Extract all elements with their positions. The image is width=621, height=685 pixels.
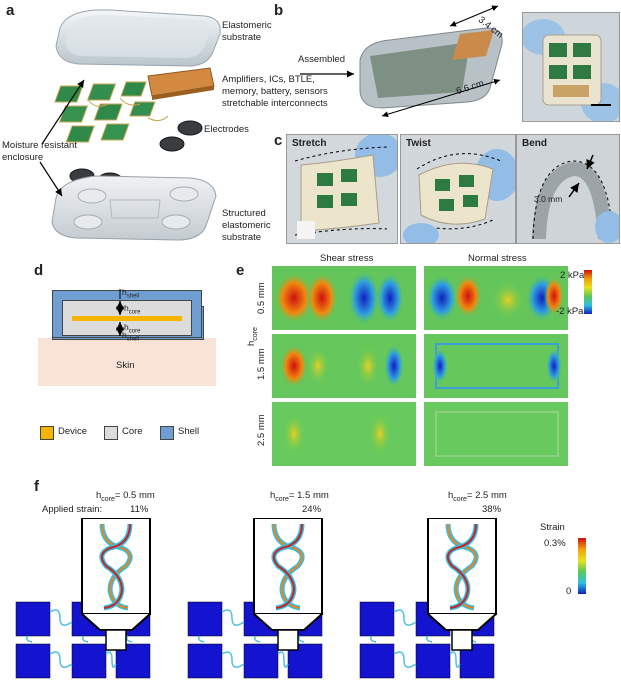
label-electrodes: Electrodes bbox=[204, 124, 249, 135]
legend-core: Core bbox=[122, 426, 143, 437]
structured-substrate-shape bbox=[51, 175, 217, 241]
dimension-arrows bbox=[115, 289, 125, 336]
photo-twist bbox=[400, 134, 516, 244]
panel-label-f: f bbox=[34, 478, 39, 495]
panel-label-a: a bbox=[6, 2, 15, 19]
label-structured-substrate: Structured elastomeric substrate bbox=[222, 208, 271, 243]
label-applied-strain: Applied strain: bbox=[42, 504, 103, 515]
legend-swatch-device bbox=[40, 426, 54, 440]
panel-label-d: d bbox=[34, 262, 44, 279]
legend-swatch-shell bbox=[160, 426, 174, 440]
colorbar-stress-min: -2 kPa bbox=[556, 306, 584, 317]
skin-layer bbox=[38, 338, 216, 386]
label-shear-stress: Shear stress bbox=[320, 253, 374, 264]
panel-f-strain-maps bbox=[15, 518, 560, 679]
label-stretch: Stretch bbox=[292, 138, 327, 149]
colorbar-strain-max: 0.3% bbox=[544, 538, 566, 549]
colorbar-strain-min: 0 bbox=[566, 586, 572, 597]
photo-device-on-hand bbox=[522, 12, 620, 122]
label-h-shell-bottom: hshell bbox=[122, 330, 140, 343]
row-label-1: 1.5 mm bbox=[256, 348, 267, 380]
legend-shell: Shell bbox=[178, 426, 200, 437]
label-assembled: Assembled bbox=[298, 54, 345, 65]
label-h-shell-top: hshell bbox=[122, 287, 140, 300]
panel-a-exploded-view bbox=[39, 9, 221, 241]
label-bend-radius: 3.0 mm bbox=[534, 194, 563, 204]
colorbar-stress-max: 2 kPa bbox=[560, 270, 585, 281]
case-0-strain: 11% bbox=[130, 504, 149, 515]
row-label-0: 0.5 mm bbox=[256, 282, 267, 314]
colorbar-strain-title: Strain bbox=[540, 522, 565, 533]
legend-device: Device bbox=[58, 426, 88, 437]
label-h-core-top: hcore bbox=[124, 303, 141, 316]
row-label-2: 2.5 mm bbox=[256, 414, 267, 446]
case-0-hcore: hcore= 0.5 mm bbox=[96, 490, 155, 503]
label-bend: Bend bbox=[522, 138, 547, 149]
label-enclosure: Moisture resistant enclosure bbox=[2, 140, 77, 163]
case-1-strain: 24% bbox=[302, 504, 322, 515]
label-twist: Twist bbox=[406, 138, 431, 149]
circuit-islands bbox=[54, 81, 169, 143]
photo-stretch bbox=[286, 134, 398, 244]
panel-label-b: b bbox=[274, 2, 284, 19]
panel-e-stress-maps bbox=[272, 266, 568, 466]
label-components: Amplifiers, ICs, BTLE, memory, battery, … bbox=[222, 74, 328, 109]
case-2-hcore: hcore= 2.5 mm bbox=[448, 490, 507, 503]
photo-bend bbox=[516, 134, 620, 244]
colorbar-strain bbox=[578, 538, 586, 594]
label-hcore-axis: hcore bbox=[246, 327, 259, 346]
panel-label-e: e bbox=[236, 262, 245, 279]
case-1-hcore: hcore= 1.5 mm bbox=[270, 490, 329, 503]
label-elastomeric-substrate: Elastomeric substrate bbox=[222, 20, 272, 43]
panel-label-c: c bbox=[274, 132, 283, 149]
panel-b-assembled-device bbox=[300, 5, 503, 118]
colorbar-stress bbox=[584, 270, 592, 314]
label-h-core-bottom: hcore bbox=[124, 322, 141, 335]
label-normal-stress: Normal stress bbox=[468, 253, 527, 264]
elastomeric-substrate-shape bbox=[55, 9, 221, 67]
label-skin: Skin bbox=[116, 360, 135, 371]
case-2-strain: 38% bbox=[482, 504, 502, 515]
legend-swatch-core bbox=[104, 426, 118, 440]
device-layer bbox=[72, 316, 182, 321]
